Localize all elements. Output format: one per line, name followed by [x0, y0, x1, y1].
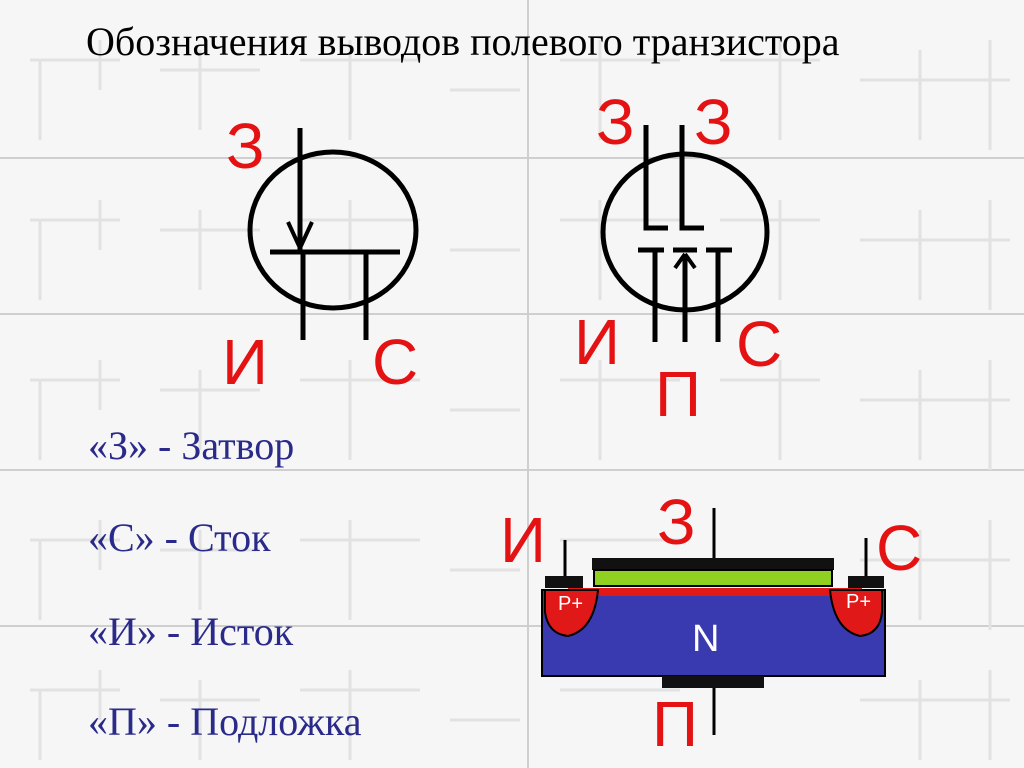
symbol2-substrate-arrow [673, 252, 697, 270]
structure-gate-label: З [657, 486, 696, 558]
symbol2-gate1-label: З [596, 86, 635, 158]
structure-substrate-label: П [652, 688, 698, 760]
p-plus-left-region [544, 589, 600, 638]
gate-oxide [592, 558, 834, 570]
legend-item-source: «И» - Исток [88, 609, 294, 654]
n-region-label: N [692, 618, 720, 660]
legend-item-substrate: «П» - Подложка [88, 699, 362, 744]
symbol1-source-label: И [222, 326, 268, 398]
channel-strip [568, 588, 862, 596]
structure-drain-label: С [876, 512, 923, 584]
symbol1-gate-label: З [226, 110, 265, 182]
source-contact [545, 576, 583, 588]
symbol2-source-label: И [574, 306, 620, 378]
legend-item-drain: «С» - Сток [88, 515, 271, 560]
p-plus-left-label: P+ [558, 593, 584, 615]
symbol2-gate2-label: З [694, 86, 733, 158]
symbol2-gate2 [679, 125, 704, 231]
symbol2-gate1 [643, 125, 668, 231]
gate-electrode [593, 569, 833, 587]
p-plus-right-label: P+ [846, 591, 872, 613]
n-substrate-region [541, 589, 886, 677]
page-title: Обозначения выводов полевого транзистора [86, 19, 840, 64]
symbol1-gate-arrow [286, 221, 314, 249]
substrate-contact [662, 676, 764, 688]
symbol2-drain-label: С [736, 308, 783, 380]
legend-item-gate: «З» - Затвор [88, 423, 295, 468]
p-plus-right-region [828, 589, 883, 638]
symbol2-substrate-label: П [655, 358, 701, 430]
structure-source-label: И [500, 504, 546, 576]
symbol1-circle [247, 149, 419, 311]
symbol1-drain-label: С [372, 326, 419, 398]
drain-contact [848, 576, 884, 588]
